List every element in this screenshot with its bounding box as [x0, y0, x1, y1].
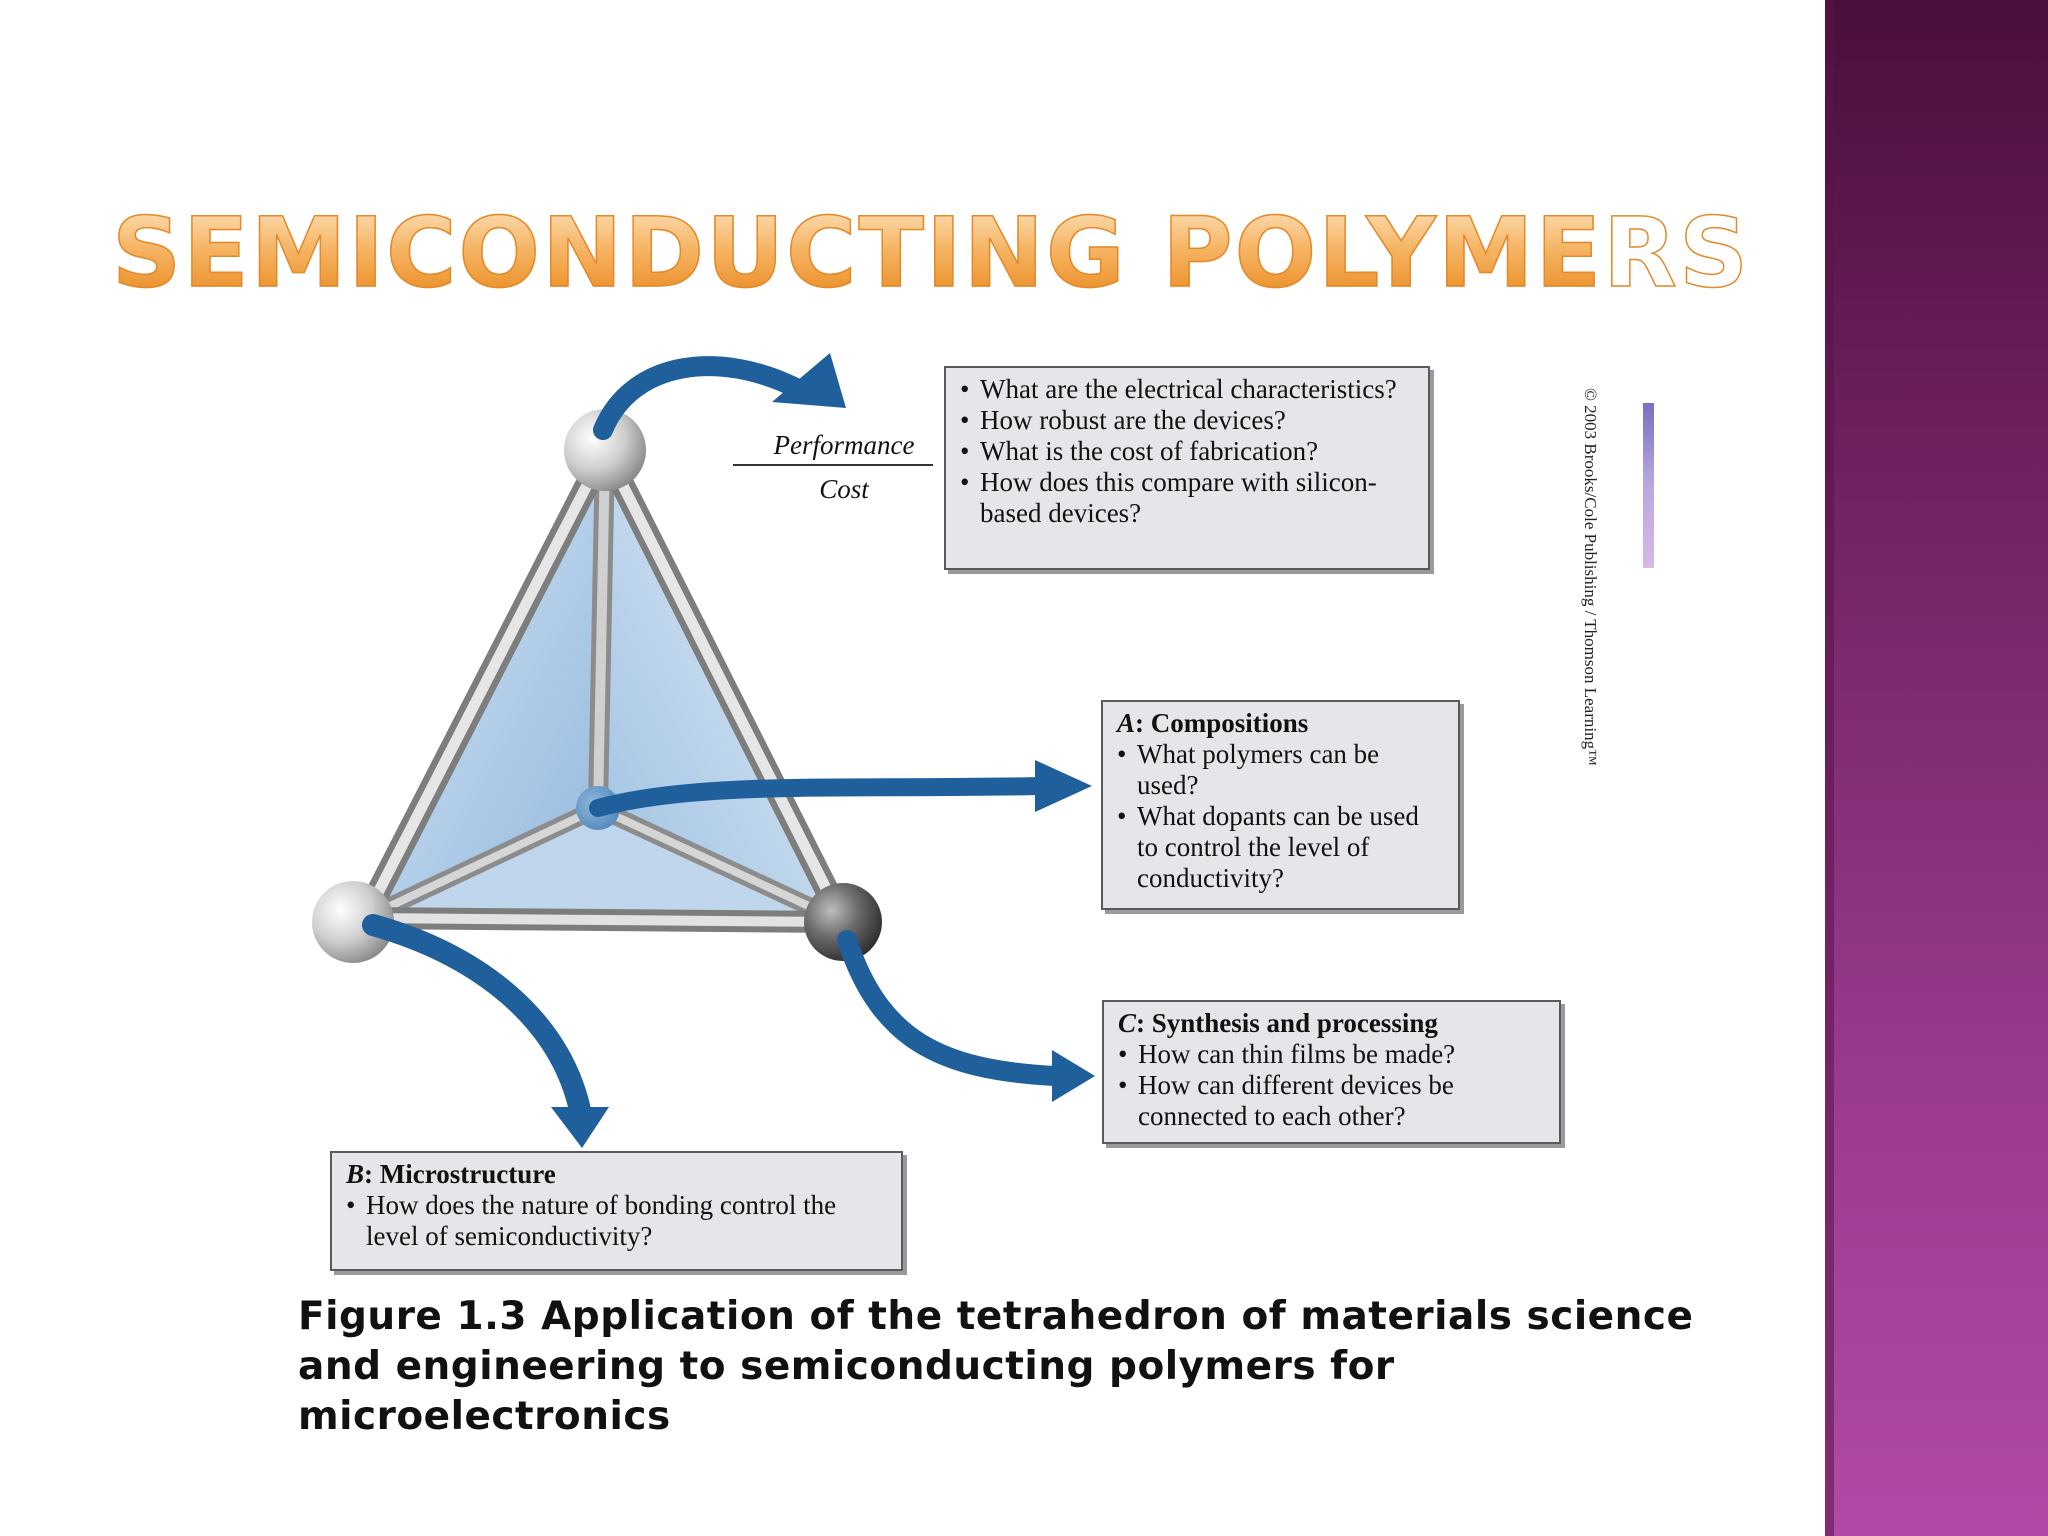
question-item: How can thin films be made? — [1118, 1039, 1545, 1070]
tetrahedron-diagram — [312, 353, 1095, 1148]
arrow-to-performance — [593, 353, 846, 440]
decorative-strip — [1643, 403, 1654, 568]
performance-questions-box: What are the electrical characteristics?… — [944, 366, 1430, 570]
copyright-notice: © 2003 Brooks/Cole Publishing / Thomson … — [1581, 388, 1600, 766]
question-item: What are the electrical characteristics? — [960, 374, 1414, 405]
compositions-box: A: Compositions What polymers can be use… — [1101, 700, 1460, 910]
tetrahedron-edges — [353, 438, 855, 934]
question-item: How does this compare with silicon-based… — [960, 467, 1414, 529]
microstructure-heading: B: Microstructure — [346, 1159, 556, 1189]
question-item: How does the nature of bonding control t… — [346, 1190, 887, 1252]
synthesis-processing-box: C: Synthesis and processing How can thin… — [1102, 1000, 1561, 1144]
figure-caption: Figure 1.3 Application of the tetrahedro… — [298, 1294, 1694, 1439]
right-vertex-ball — [804, 883, 882, 961]
question-item: How can different devices be connected t… — [1118, 1070, 1545, 1132]
performance-label: Performance — [773, 430, 915, 460]
question-item: What polymers can be used? — [1117, 739, 1444, 801]
question-item: What is the cost of fabrication? — [960, 436, 1414, 467]
left-vertex-ball — [312, 881, 394, 963]
microstructure-box: B: Microstructure How does the nature of… — [330, 1151, 903, 1271]
fraction-bar — [733, 464, 933, 466]
cost-label: Cost — [819, 474, 869, 504]
top-vertex-ball — [564, 409, 646, 491]
arrow-to-synthesis — [837, 930, 1095, 1102]
tetrahedron-face-bottom — [365, 808, 843, 922]
synthesis-heading: C: Synthesis and processing — [1118, 1008, 1438, 1038]
compositions-heading: A: Compositions — [1117, 708, 1309, 738]
slide-title: SEMICONDUCTING POLYMERS — [111, 197, 1751, 309]
arrow-to-microstructure — [362, 914, 609, 1148]
question-item: How robust are the devices? — [960, 405, 1414, 436]
arrow-to-compositions — [589, 760, 1092, 817]
question-item: What dopants can be used to control the … — [1117, 801, 1444, 894]
decorative-side-panel — [1825, 0, 2048, 1536]
